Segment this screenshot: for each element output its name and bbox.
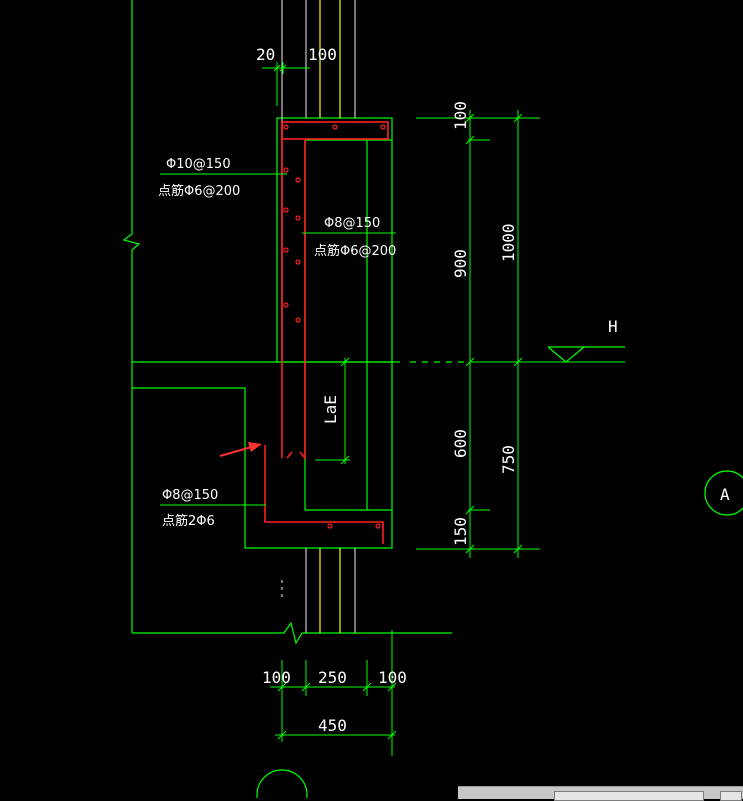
right-dimensions <box>416 110 625 558</box>
rebar-dot <box>283 302 289 308</box>
status-bar-button[interactable] <box>720 791 742 801</box>
label-inner-main-rebar: Φ8@150 <box>324 216 380 231</box>
status-bar <box>458 786 743 801</box>
rebar-dot <box>283 207 289 213</box>
rebar-dot <box>295 215 301 221</box>
reinforcement <box>264 121 389 544</box>
status-bar-field <box>554 791 704 801</box>
wall-vertical-lines <box>281 0 356 633</box>
rebar-dot <box>283 124 289 130</box>
rebar-dot <box>375 523 381 529</box>
dim-150: 150 <box>451 517 470 546</box>
label-bottom-distribution-rebar: 点筋2Φ6 <box>162 513 215 529</box>
bottom-dim-450: 450 <box>318 716 347 735</box>
rebar-dot <box>295 259 301 265</box>
rebar-dot <box>283 167 289 173</box>
dim-600: 600 <box>451 429 470 458</box>
upper-wall-box <box>276 117 393 363</box>
label-bottom-main-rebar: Φ8@150 <box>162 488 218 503</box>
inner-vertical-bar <box>299 139 306 461</box>
dim-1000: 1000 <box>499 223 518 262</box>
top-dimension <box>262 62 310 106</box>
dim-750: 750 <box>499 445 518 474</box>
dim-100-top: 100 <box>451 101 470 130</box>
rebar-dot <box>295 177 301 183</box>
bottom-dimensions <box>270 630 397 756</box>
lap-length-label: LaE <box>321 395 340 424</box>
hook-bar <box>286 451 293 459</box>
rebar-dot <box>283 247 289 253</box>
top-dim-20: 20 <box>256 45 275 64</box>
axis-label-a: A <box>720 485 730 504</box>
elevation-label-h: H <box>608 317 618 336</box>
rebar-dot <box>380 124 386 130</box>
dim-900: 900 <box>451 249 470 278</box>
label-outer-main-rebar: Φ10@150 <box>166 157 231 172</box>
elevation-triangle-icon <box>547 346 625 363</box>
axis-bubble-icon <box>704 470 743 516</box>
bottom-dim-100-right: 100 <box>378 668 407 687</box>
rebar-dot <box>332 124 338 130</box>
rebar-dots <box>283 124 386 529</box>
bottom-break-line <box>132 621 452 645</box>
bottom-u-bar <box>264 445 384 544</box>
bottom-axis-bubble-icon <box>256 769 308 798</box>
bottom-dim-100-left: 100 <box>262 668 291 687</box>
rebar-leaders <box>160 173 396 506</box>
foundation-step <box>132 362 393 549</box>
rebar-dot <box>327 523 333 529</box>
left-wall-break-line <box>122 0 141 633</box>
lap-dimension <box>315 357 350 465</box>
label-outer-distribution-rebar: 点筋Φ6@200 <box>158 183 240 199</box>
bottom-dim-250: 250 <box>318 668 347 687</box>
red-arrow-icon <box>219 442 262 457</box>
top-dim-100: 100 <box>308 45 337 64</box>
rebar-dot <box>295 317 301 323</box>
label-inner-distribution-rebar: 点筋Φ6@200 <box>314 243 396 259</box>
